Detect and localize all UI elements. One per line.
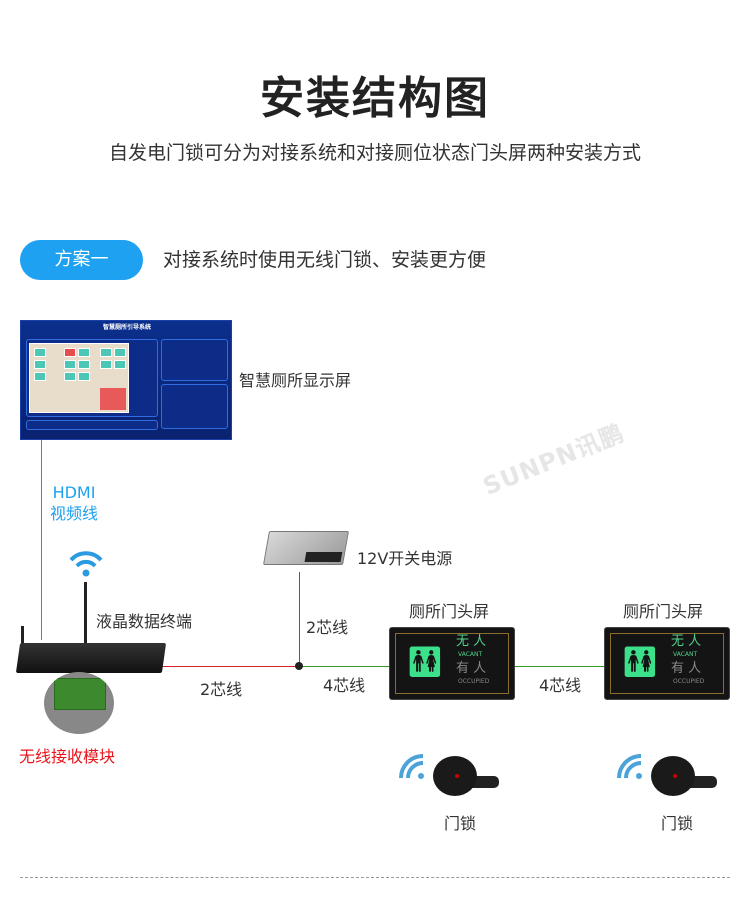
junction-dot <box>295 662 303 670</box>
occupied-text: 有 人 <box>456 661 487 676</box>
occupied-en: OCCUPIED <box>673 678 705 685</box>
door-screen-label: 厕所门头屏 <box>409 602 490 621</box>
video-cable-label: 视频线 <box>49 504 98 523</box>
lcd-data-terminal <box>15 643 167 673</box>
page-title: 安装结构图 <box>260 73 490 124</box>
lock-label: 门锁 <box>444 814 477 833</box>
door-screen: 🚻︎ 无 人 VACANT 有 人 OCCUPIED <box>389 627 515 700</box>
door-lock-image <box>651 756 719 798</box>
wire-label: 2芯线 <box>306 618 349 637</box>
wire-door1-door2 <box>515 666 604 667</box>
power-supply-image <box>263 531 349 565</box>
restroom-icon: 🚻︎ <box>406 645 445 680</box>
screen-inner-title: 智慧厕所引导系统 <box>102 324 151 331</box>
hdmi-label: HDMI <box>52 483 96 502</box>
wifi-icon <box>617 754 642 779</box>
wireless-module-image <box>44 672 114 734</box>
vacant-text: 无 人 <box>671 634 702 649</box>
wire-terminal-junction <box>162 666 299 667</box>
lock-label: 门锁 <box>661 814 694 833</box>
toilet-display-screen: 智慧厕所引导系统 <box>20 320 232 440</box>
power-label: 12V开关电源 <box>357 549 453 568</box>
hdmi-cable <box>41 440 42 640</box>
plan-description: 对接系统时使用无线门锁、安装更方便 <box>163 249 487 271</box>
restroom-icon: 🚻︎ <box>621 645 660 680</box>
wire-junction-door1 <box>299 666 389 667</box>
antenna <box>84 582 87 644</box>
vacant-en: VACANT <box>458 651 483 658</box>
vacant-en: VACANT <box>673 651 698 658</box>
wire-power-junction <box>299 572 300 667</box>
wifi-icon <box>69 551 103 577</box>
page-subtitle: 自发电门锁可分为对接系统和对接厕位状态门头屏两种安装方式 <box>108 142 641 164</box>
module-label: 无线接收模块 <box>19 747 116 766</box>
wire-label: 2芯线 <box>200 680 243 699</box>
occupied-text: 有 人 <box>671 661 702 676</box>
floor-map <box>29 343 129 413</box>
occupied-en: OCCUPIED <box>458 678 490 685</box>
wire-label: 4芯线 <box>539 676 582 695</box>
terminal-label: 液晶数据终端 <box>96 612 193 631</box>
divider <box>20 877 730 878</box>
wifi-icon <box>399 754 424 779</box>
watermark-logo: SUNPN讯鹏 <box>479 418 629 501</box>
plan-badge: 方案一 <box>20 240 143 280</box>
vacant-text: 无 人 <box>456 634 487 649</box>
door-screen: 🚻︎ 无 人 VACANT 有 人 OCCUPIED <box>604 627 730 700</box>
door-lock-image <box>433 756 501 798</box>
door-screen-label: 厕所门头屏 <box>623 602 704 621</box>
screen-label: 智慧厕所显示屏 <box>239 371 352 390</box>
antenna <box>21 626 24 656</box>
wire-label: 4芯线 <box>323 676 366 695</box>
